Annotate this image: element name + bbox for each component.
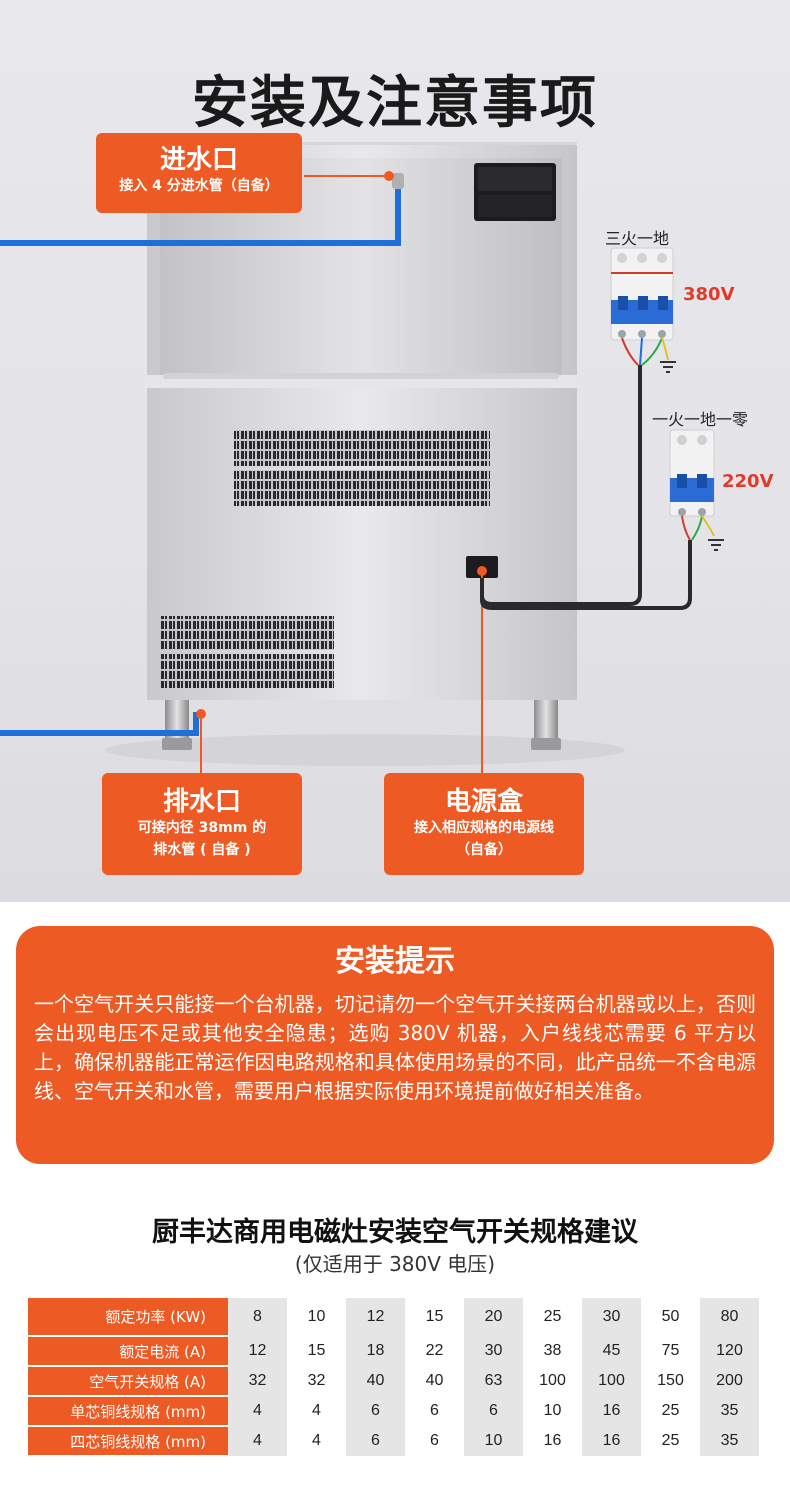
single-phase-voltage: 220V (722, 471, 774, 492)
table-cell: 100 (582, 1366, 641, 1396)
table-cell: 32 (228, 1366, 287, 1396)
table-cell: 4 (228, 1396, 287, 1426)
power-box-desc-line2: （自备） (456, 842, 512, 858)
table-cell: 75 (641, 1336, 700, 1366)
installation-diagram: 安装及注意事项 进水口 接入 4 分进水管（自备） 排水口 可接内径 38mm … (0, 0, 790, 902)
table-cell: 63 (464, 1366, 523, 1396)
water-inlet-callout: 进水口 接入 4 分进水管（自备） (96, 133, 302, 213)
table-cell: 30 (464, 1336, 523, 1366)
table-cell: 16 (582, 1396, 641, 1426)
drain-desc-line2: 排水管 ( 自备 ) (153, 842, 251, 858)
table-cell: 20 (464, 1298, 523, 1336)
table-cell: 12 (228, 1336, 287, 1366)
table-cell: 32 (287, 1366, 346, 1396)
spec-subtitle: (仅适用于 380V 电压) (294, 1252, 496, 1276)
table-cell: 45 (582, 1336, 641, 1366)
table-cell: 80 (700, 1298, 759, 1336)
table-cell: 35 (700, 1396, 759, 1426)
table-cell: 15 (287, 1336, 346, 1366)
drain-desc-line1: 可接内径 38mm 的 (137, 820, 267, 836)
single-phase-label: 一火一地一零 (652, 410, 749, 429)
table-cell: 6 (405, 1396, 464, 1426)
table-cell: 6 (346, 1426, 405, 1456)
table-row-label: 空气开关规格 (A) (28, 1366, 228, 1397)
power-box-callout: 电源盒 接入相应规格的电源线 （自备） (384, 773, 584, 875)
table-cell: 6 (405, 1426, 464, 1456)
table-cell: 38 (523, 1336, 582, 1366)
ice-machine-illustration (0, 142, 724, 773)
water-inlet-desc: 接入 4 分进水管（自备） (119, 178, 279, 194)
table-cell: 50 (641, 1298, 700, 1336)
table-row-label: 额定电流 (A) (28, 1336, 228, 1367)
install-tips-text: 一个空气开关只能接一个台机器，切记请勿一个空气开关接两台机器或以上，否则会出现电… (34, 992, 756, 1103)
table-cell: 30 (582, 1298, 641, 1336)
table-cell: 120 (700, 1336, 759, 1366)
page-title: 安装及注意事项 (192, 71, 598, 136)
table-cell: 25 (641, 1426, 700, 1456)
table-cell: 10 (523, 1396, 582, 1426)
table-cell: 15 (405, 1298, 464, 1336)
drain-title: 排水口 (162, 787, 241, 817)
drain-callout: 排水口 可接内径 38mm 的 排水管 ( 自备 ) (102, 773, 302, 875)
table-cell: 40 (346, 1366, 405, 1396)
power-box-title: 电源盒 (444, 787, 523, 817)
table-cell: 8 (228, 1298, 287, 1336)
table-cell: 4 (287, 1426, 346, 1456)
table-cell: 18 (346, 1336, 405, 1366)
table-cell: 6 (464, 1396, 523, 1426)
table-cell: 100 (523, 1366, 582, 1396)
table-cell: 35 (700, 1426, 759, 1456)
power-box-desc-line1: 接入相应规格的电源线 (414, 820, 554, 836)
table-cell: 25 (641, 1396, 700, 1426)
table-cell: 12 (346, 1298, 405, 1336)
table-row-label: 单芯铜线规格 (mm) (28, 1396, 228, 1427)
table-row-label: 四芯铜线规格 (mm) (28, 1426, 228, 1457)
spec-title: 厨丰达商用电磁灶安装空气开关规格建议 (152, 1217, 638, 1248)
table-cell: 16 (582, 1426, 641, 1456)
table-cell: 40 (405, 1366, 464, 1396)
table-cell: 25 (523, 1298, 582, 1336)
table-cell: 200 (700, 1366, 759, 1396)
table-cell: 10 (287, 1298, 346, 1336)
water-inlet-title: 进水口 (159, 145, 238, 175)
table-cell: 4 (287, 1396, 346, 1426)
table-cell: 16 (523, 1426, 582, 1456)
install-tips-box: 安装提示 一个空气开关只能接一个台机器，切记请勿一个空气开关接两台机器或以上，否… (16, 926, 774, 1164)
table-cell: 4 (228, 1426, 287, 1456)
table-cell: 150 (641, 1366, 700, 1396)
three-phase-label: 三火一地 (605, 229, 670, 248)
three-phase-voltage: 380V (683, 284, 735, 305)
table-cell: 6 (346, 1396, 405, 1426)
install-tips-title: 安装提示 (335, 944, 455, 979)
table-cell: 10 (464, 1426, 523, 1456)
table-row-label: 额定功率 (KW) (28, 1298, 228, 1337)
table-cell: 22 (405, 1336, 464, 1366)
